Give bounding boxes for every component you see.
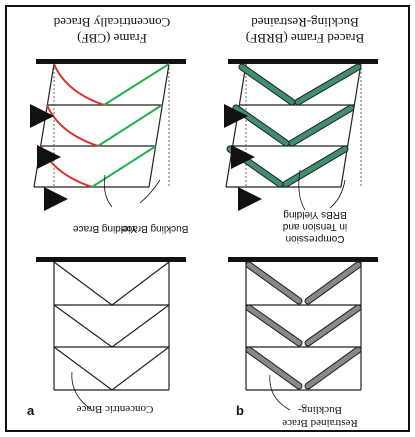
beam-base	[228, 257, 378, 262]
panel-b-force-arrows	[224, 104, 262, 211]
pointer-yielding	[103, 174, 113, 208]
label-restrained-line1: Buckling-	[298, 404, 342, 416]
concentric-brace-1	[53, 261, 170, 306]
panel-a-bottom	[36, 257, 186, 391]
brb-gray-2a-fill	[305, 305, 361, 346]
label-yielding-brace: Yielding Brace	[73, 223, 138, 234]
brb-2a-fill	[289, 105, 354, 146]
beam-base	[36, 257, 186, 262]
panel-b-title-line1: Buckling-Restrained	[251, 15, 359, 30]
pointer-brbs-1	[298, 169, 306, 211]
yielding-brace-1	[103, 63, 170, 106]
beam-base	[228, 59, 378, 64]
concentric-brace-3	[53, 346, 170, 391]
column-right	[33, 63, 55, 188]
brb-1a-fill	[295, 64, 361, 105]
buckling-brace-2	[46, 104, 99, 147]
pointer-concentric	[71, 371, 93, 411]
column-left	[340, 63, 362, 188]
panel-a-top	[33, 59, 186, 188]
beam-base	[36, 59, 186, 64]
label-restrained-line2: Restrained Brace	[282, 417, 358, 429]
yielding-brace-2	[97, 104, 163, 147]
concentric-brace-2	[53, 304, 170, 348]
brb-gray-3a-fill	[305, 347, 361, 389]
panel-a-title-line2: Frame (CBF)	[77, 31, 147, 46]
buckling-brace-3	[40, 145, 93, 188]
panel-b-bottom	[228, 257, 378, 391]
label-brbs-line2: in Tension and	[283, 221, 347, 232]
pointer-restrained	[269, 374, 291, 411]
label-concentric-brace: Concentric Brace	[77, 403, 154, 415]
brb-gray-1b-fill	[246, 262, 302, 304]
buckling-brace-1	[53, 63, 105, 106]
label-buckling-brace: Buckling Brace	[121, 223, 188, 234]
brb-3b-fill	[227, 146, 283, 187]
panel-a-force-arrows	[30, 104, 68, 211]
panel-b-top	[225, 59, 378, 188]
pointer-buckling	[139, 179, 161, 204]
yielding-brace-3	[91, 145, 157, 188]
brb-1b-fill	[239, 64, 295, 105]
brb-gray-2b-fill	[246, 305, 302, 346]
brb-gray-1a-fill	[305, 262, 361, 304]
label-brbs-line1: BRBs Yielding	[283, 209, 346, 220]
panel-b-letter: b	[236, 403, 244, 418]
panel-b-title-line2: Braced Frame (BRBF)	[246, 31, 364, 46]
label-brbs-line3: Compression	[286, 233, 345, 244]
column-left	[148, 63, 170, 188]
brb-gray-3b-fill	[246, 347, 302, 389]
panel-a-letter: a	[27, 403, 35, 418]
brb-3a-fill	[283, 146, 348, 187]
column-right	[225, 63, 247, 188]
pointer-brbs-2	[329, 179, 346, 209]
panel-a-title-line1: Concentrically Braced	[53, 15, 170, 30]
brb-2b-fill	[233, 105, 289, 146]
